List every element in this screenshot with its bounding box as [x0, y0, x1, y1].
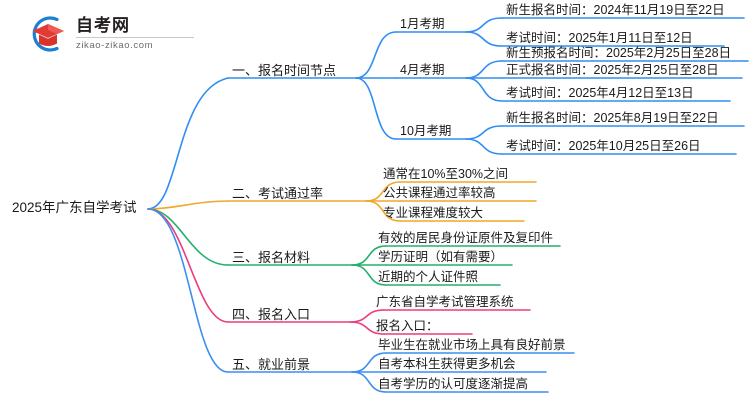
leaf-node[interactable]: 正式报名时间：2025年2月25日至28日 — [506, 63, 719, 77]
leaf-node[interactable]: 通常在10%至30%之间 — [383, 167, 509, 181]
subbranch-node-oct[interactable]: 10月考期 — [400, 124, 452, 138]
logo-glyph-icon — [32, 16, 64, 52]
logo-name: 自考网 — [76, 16, 130, 35]
leaf-node[interactable]: 广东省自学考试管理系统 — [376, 295, 514, 309]
leaf-node[interactable]: 近期的个人证件照 — [378, 270, 479, 284]
logo-divider — [76, 37, 194, 38]
leaf-node[interactable]: 考试时间：2025年4月12日至13日 — [506, 86, 694, 100]
leaf-node[interactable]: 专业课程难度较大 — [383, 206, 484, 220]
leaf-node[interactable]: 报名入口： — [376, 319, 439, 333]
branch-node-1[interactable]: 一、报名时间节点 — [232, 63, 337, 78]
branch-node-5[interactable]: 五、就业前景 — [232, 357, 311, 372]
leaf-node[interactable]: 自考本科生获得更多机会 — [378, 357, 516, 371]
leaf-node[interactable]: 新生报名时间：2025年8月19日至22日 — [506, 111, 719, 125]
leaf-node[interactable]: 考试时间：2025年1月11日至12日 — [506, 31, 693, 45]
branch-node-4[interactable]: 四、报名入口 — [232, 307, 311, 322]
logo-domain: zikao-zikao.com — [76, 40, 154, 51]
logo-icon — [26, 12, 70, 56]
leaf-node[interactable]: 考试时间：2025年10月25日至26日 — [506, 139, 701, 153]
site-logo: 自考网 zikao-zikao.com — [26, 12, 194, 56]
branch-node-3[interactable]: 三、报名材料 — [232, 250, 311, 265]
leaf-node[interactable]: 学历证明（如有需要） — [378, 250, 504, 264]
leaf-node[interactable]: 公共课程通过率较高 — [383, 186, 496, 200]
branch-node-2[interactable]: 二、考试通过率 — [232, 186, 324, 201]
subbranch-node-apr[interactable]: 4月考期 — [400, 63, 445, 77]
leaf-node[interactable]: 自考学历的认可度逐渐提高 — [378, 377, 529, 391]
leaf-node[interactable]: 有效的居民身份证原件及复印件 — [378, 231, 554, 245]
mindmap-root-node[interactable]: 2025年广东自学考试 — [12, 200, 137, 215]
leaf-node[interactable]: 新生预报名时间：2025年2月25日至28日 — [506, 46, 732, 60]
subbranch-node-jan[interactable]: 1月考期 — [400, 17, 445, 31]
logo-text: 自考网 zikao-zikao.com — [76, 17, 194, 51]
leaf-node[interactable]: 毕业生在就业市场上具有良好前景 — [378, 338, 566, 352]
leaf-node[interactable]: 新生报名时间：2024年11月19日至22日 — [506, 3, 725, 17]
